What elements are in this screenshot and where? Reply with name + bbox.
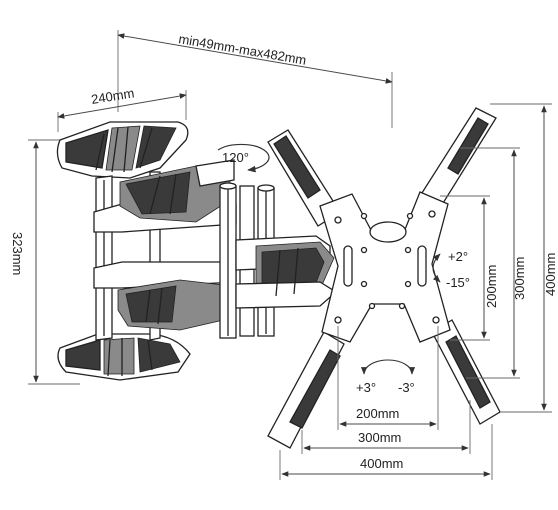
wall-plate-width-dimension: 240mm [57, 85, 187, 132]
vesa-vertical-dimensions: 200mm 300mm 400mm [440, 103, 558, 413]
vesa-horizontal-small-label: 200mm [356, 406, 399, 421]
vesa-horizontal-mid-label: 300mm [358, 430, 401, 445]
lower-arm [93, 261, 237, 331]
vesa-vertical-mid-label: 300mm [512, 257, 527, 300]
wall-plate-width-label: 240mm [90, 85, 135, 107]
extension-label: min49mm-max482mm [177, 31, 307, 68]
vesa-plate [267, 107, 501, 449]
upper-arm [93, 159, 237, 233]
vesa-horizontal-dimensions: 200mm 300mm 400mm [279, 326, 493, 480]
swivel-indicator: 120° [217, 143, 270, 173]
rotation-indicator: +3° -3° [356, 359, 416, 395]
rotation-minus-label: -3° [398, 380, 415, 395]
wall-plate-height-label: 323mm [10, 232, 25, 275]
vesa-horizontal-large-label: 400mm [360, 456, 403, 471]
extension-dimension: min49mm-max482mm [117, 30, 393, 128]
tilt-up-label: +2° [448, 249, 468, 264]
wall-bracket-top [56, 121, 189, 179]
vesa-vertical-small-label: 200mm [484, 265, 499, 308]
tilt-indicator: +2° -15° [432, 249, 470, 290]
tilt-down-label: -15° [446, 275, 470, 290]
swivel-label: 120° [222, 150, 249, 165]
vesa-vertical-large-label: 400mm [543, 253, 558, 296]
wall-bracket-bottom [57, 333, 191, 381]
rotation-plus-label: +3° [356, 380, 376, 395]
front-arm [235, 235, 338, 309]
wall-plate-height-dimension: 323mm [10, 139, 80, 385]
